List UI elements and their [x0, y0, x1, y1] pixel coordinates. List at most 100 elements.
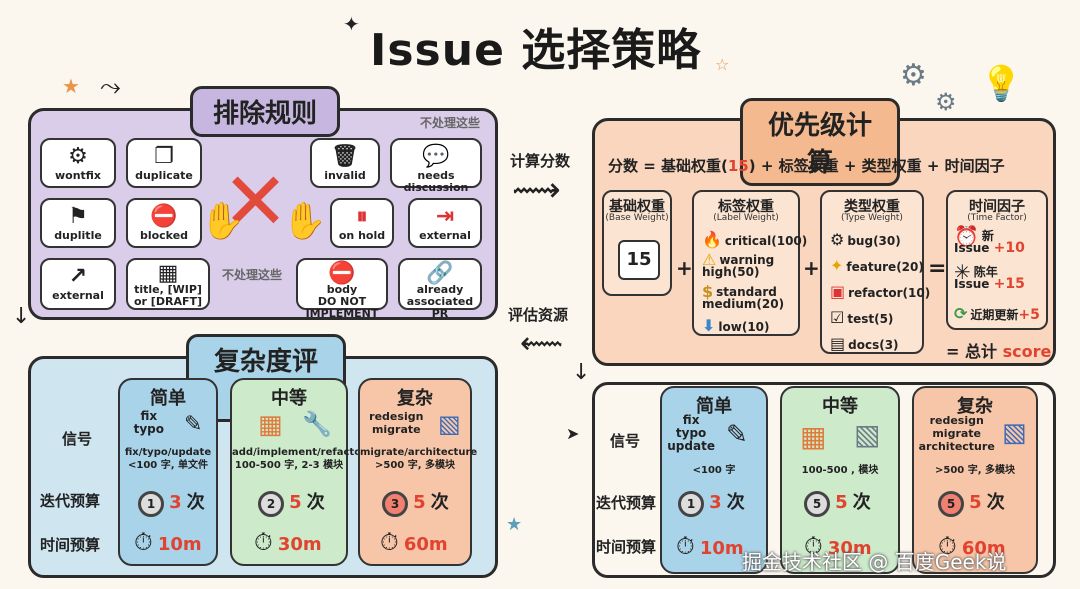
time-value: 10m	[699, 538, 744, 559]
col-time: ⏱ 60m	[380, 528, 448, 556]
label-item: 🔥critical(100)	[702, 230, 807, 249]
time-item: ⟳近期更新+5	[954, 304, 1040, 323]
formula-suffix: ) + 标签权重 + 类型权重 + 时间因子	[748, 157, 1005, 175]
spiderweb-icon: ✳	[954, 260, 971, 284]
exclude-tile: ⇥external	[408, 198, 482, 248]
time-value: 10m	[157, 534, 202, 555]
col-time: ⏱ 30m	[254, 528, 322, 556]
col-signal: redesign migrate	[369, 410, 424, 436]
col-signal: fix typo	[133, 409, 164, 436]
refresh-icon: ⟳	[954, 304, 968, 323]
base-weight-card: 基础权重 (Base Weight) 15	[602, 190, 672, 296]
exclude-tile: 🔗already associated PR	[398, 258, 482, 320]
share-arrow-icon: ↗	[68, 264, 88, 289]
stopwatch-icon: ⏱	[804, 532, 823, 560]
col-title: 简单	[696, 396, 732, 417]
formula-base-num: 15	[727, 157, 749, 175]
exclude-header: 排除规则	[190, 86, 340, 137]
col-title: 复杂	[397, 388, 433, 409]
col-signal: fix typo update	[667, 413, 715, 453]
pencil-icon: ✎	[184, 412, 203, 437]
priority-header: 优先级计算	[740, 98, 900, 186]
col-desc: add/implement/refactor 100-500 字, 2-3 模块	[232, 447, 367, 471]
exclude-tile: 💬needs discussion	[390, 138, 482, 194]
complexity-col-complex: 复杂 redesign migrate architecture ▧ >500 …	[912, 386, 1038, 574]
hand-icon: ✋	[282, 201, 327, 242]
blocks-icon: ▦	[258, 410, 283, 440]
complexity-col-simple: 简单 fix typo update ✎ <100 字 1 3 次 ⏱ 10m	[660, 386, 768, 574]
pencil-icon: ✎	[726, 420, 748, 450]
col-iter: 1 3 次	[678, 488, 745, 517]
star-icon: ★	[506, 514, 523, 535]
stop-chain-icon: ⛔	[150, 204, 178, 229]
base-weight-value: 15	[618, 240, 660, 280]
tile-label: needs discussion	[403, 169, 469, 194]
time-item: ⏰新 Issue +10	[954, 226, 1025, 255]
time-factor-card: 时间因子 (Time Factor) ⏰新 Issue +10 ✳陈年 Issu…	[946, 190, 1048, 330]
curved-arrow-icon: ⟿	[512, 170, 561, 210]
row-label-iter: 迭代预算	[40, 492, 101, 510]
curved-arrow-icon: ⤳	[100, 72, 121, 102]
curved-arrow-icon: ↓	[12, 304, 31, 329]
gear-icon: 1	[138, 490, 164, 517]
checklist-icon: ☑	[830, 308, 845, 327]
tile-label: blocked	[139, 229, 189, 242]
exclude-tile: ⛔body DO NOT IMPLEMENT	[296, 258, 388, 320]
duplicate-docs-icon: ❐	[154, 144, 174, 169]
type-item: ▣refactor(10)	[830, 282, 930, 301]
label-item: $standard medium(20)	[702, 282, 784, 311]
iter-value: 5	[289, 492, 302, 513]
watermark: 掘金技术社区 @ 百度Geek说	[742, 550, 1007, 574]
page-title: Issue 选择策略	[370, 25, 702, 76]
stopwatch-icon: ⏱	[938, 532, 957, 560]
tile-label: on hold	[338, 229, 386, 242]
type-item: ☑test(5)	[830, 308, 893, 327]
arrow-down-icon: ⬇	[702, 316, 716, 335]
exclude-tile: ⚙wontfix	[40, 138, 116, 188]
type-item-text: test(5)	[847, 312, 894, 326]
col-title: 简单	[150, 388, 186, 409]
discussion-icon: 💬	[422, 144, 450, 169]
time-item-bonus: +15	[993, 276, 1025, 292]
document-icon: ▤	[830, 334, 846, 353]
gear-icon: 1	[678, 490, 704, 517]
row-label-time: 时间预算	[596, 538, 657, 556]
col-desc: >500 字, 多模块	[934, 465, 1015, 476]
exclude-tile: ▦title, [WIP] or [DRAFT]	[126, 258, 210, 310]
col-time: ⏱ 30m	[804, 532, 872, 560]
complexity-col-medium: 中等 ▦ ▧ 100-500 , 模块 5 5 次 ⏱ 30m	[780, 386, 900, 574]
tile-label: external	[419, 229, 471, 242]
col-desc: fix/typo/update <100 字, 单文件	[124, 447, 212, 471]
time-item-label: 新 Issue	[954, 229, 994, 255]
coin-icon: $	[702, 282, 714, 301]
col-title: 复杂	[957, 396, 993, 417]
tile-label: duplitle	[54, 229, 102, 242]
iter-value: 3	[169, 492, 182, 513]
col-desc: 100-500 , 模块	[801, 465, 879, 476]
type-weight-title: 类型权重	[844, 199, 900, 215]
iter-unit: 次	[430, 492, 449, 513]
exclude-tile: ↗external	[40, 258, 116, 310]
priority-formula: 分数 = 基础权重(15) + 标签权重 + 类型权重 + 时间因子	[608, 155, 1005, 176]
tile-label: already associated PR	[406, 283, 474, 320]
iter-value: 5	[835, 492, 848, 513]
label-weight-title: 标签权重	[718, 199, 774, 215]
iter-unit: 次	[306, 492, 325, 513]
tile-label: title, [WIP] or [DRAFT]	[134, 283, 202, 308]
col-time: ⏱ 10m	[676, 532, 744, 560]
plus-sign: +	[676, 256, 693, 280]
type-item: ▤docs(3)	[830, 334, 899, 353]
row-label-time: 时间预算	[40, 536, 101, 554]
time-value: 60m	[403, 534, 448, 555]
sparkle-icon: ✦	[343, 12, 360, 36]
type-item: ✦feature(20)	[830, 256, 924, 275]
curved-arrow-icon: ↓	[572, 360, 591, 385]
equals-sign: =	[928, 256, 947, 281]
sparkle-icon: ✦	[830, 256, 844, 275]
time-value: 30m	[277, 534, 322, 555]
gear-x-icon: ⚙	[68, 144, 88, 169]
complexity-col-simple: 简单 fix typo ✎ fix/typo/update <100 字, 单文…	[118, 378, 218, 566]
arrow-label-eval: 评估资源	[508, 306, 569, 324]
type-item-text: feature(20)	[846, 260, 924, 274]
trash-icon: 🗑	[331, 144, 359, 169]
